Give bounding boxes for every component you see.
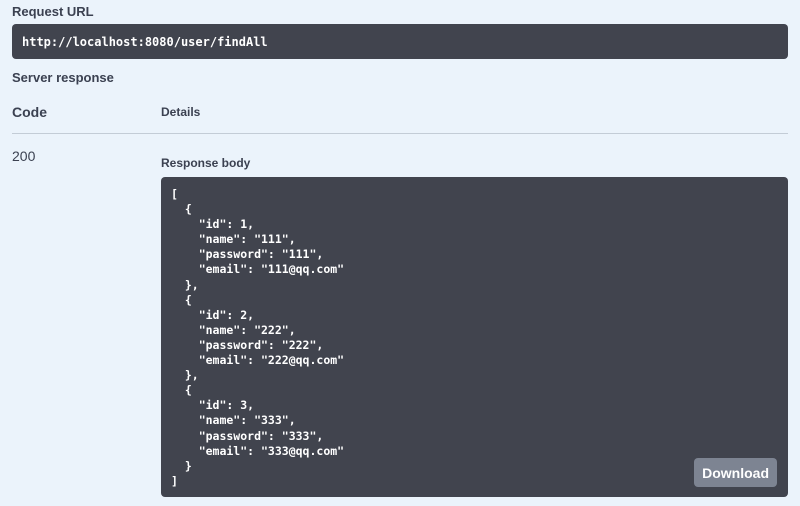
header-divider (12, 133, 788, 134)
response-status-code: 200 (12, 148, 36, 164)
download-button[interactable]: Download (694, 458, 777, 487)
details-column-header: Details (161, 105, 201, 119)
code-column-header: Code (12, 104, 47, 120)
request-url-box[interactable]: http://localhost:8080/user/findAll (12, 24, 788, 59)
server-response-label: Server response (12, 70, 114, 85)
request-url-label: Request URL (12, 4, 94, 19)
response-body-block[interactable]: [ { "id": 1, "name": "111", "password": … (161, 177, 788, 497)
response-body-label: Response body (161, 156, 251, 170)
response-body-json[interactable]: [ { "id": 1, "name": "111", "password": … (171, 187, 345, 488)
request-url-value[interactable]: http://localhost:8080/user/findAll (22, 34, 268, 49)
